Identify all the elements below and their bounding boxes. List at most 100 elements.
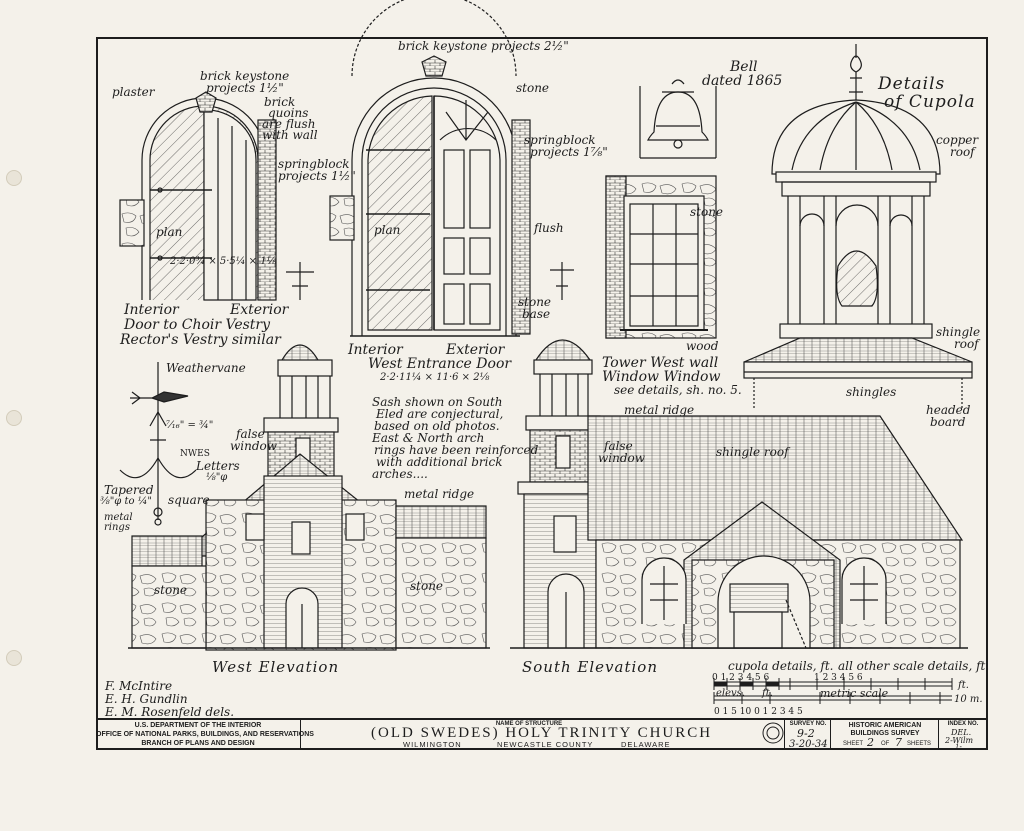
index-label: INDEX NO. (947, 721, 979, 727)
sheets-label: SHEETS (907, 741, 932, 747)
label-west-entrance-door: West Entrance Door (368, 356, 512, 372)
label-bell-date: dated 1865 (702, 73, 783, 89)
dept-line: BRANCH OF PLANS AND DESIGN (141, 740, 255, 747)
survey-date: 3-20-34 (789, 739, 828, 750)
label-brick-keystone-large: brick keystone projects 2½" (398, 39, 569, 53)
bell-detail (639, 79, 717, 159)
scale-unit: ft. (958, 680, 969, 691)
binder-hole (6, 650, 22, 666)
label-rectors-vestry: Rector's Vestry similar (120, 332, 281, 348)
label-brick-quoins: brick (264, 95, 296, 109)
scale-numbers: 0 1 2 3 4 5 6 (712, 673, 770, 683)
title-block-habs: HISTORIC AMERICAN BUILDINGS SURVEY SHEET… (830, 720, 938, 750)
label-springblock-large: springblock (524, 133, 596, 147)
label-springblock-large-proj: projects 1⅞" (530, 145, 608, 159)
signature: E. M. Rosenfeld dels. (105, 705, 235, 719)
sheet-number: 2 (867, 736, 874, 749)
label-tapered-dims: ⅜"φ to ¼" (100, 496, 152, 507)
label-small-door-dims: 2·2·0¾ × 5·5¼ × 1⅛ (170, 256, 277, 267)
label-metric-scale: metric scale (820, 687, 889, 700)
of-label: OF (881, 741, 890, 747)
label-brick-keystone-small: brick keystone (200, 69, 290, 83)
label-shingles: shingles (846, 385, 897, 399)
label-nwes: NWES (180, 449, 210, 459)
label-tapered: Tapered (104, 483, 154, 497)
sheet-total: 7 (895, 736, 902, 749)
survey-seal (762, 722, 784, 744)
habs-line: HISTORIC AMERICAN (848, 722, 922, 729)
label-false-window-west: false (236, 427, 265, 441)
label-square: square (168, 493, 210, 507)
label-exterior-small: Exterior (230, 302, 289, 318)
dept-line: U.S. DEPARTMENT OF THE INTERIOR (134, 722, 262, 729)
title-block-structure: NAME OF STRUCTURE (OLD SWEDES) HOLY TRIN… (300, 720, 756, 750)
location-city: WILMINGTON (403, 740, 462, 749)
note-line: Eled are conjectural, (376, 407, 504, 421)
label-copper-roof: copper (936, 133, 979, 147)
label-stone-west-right: stone (410, 579, 444, 593)
dept-line: OFFICE OF NATIONAL PARKS, BUILDINGS, AND… (96, 731, 314, 738)
title-block: U.S. DEPARTMENT OF THE INTERIOR OFFICE O… (96, 718, 988, 751)
label-bell: Bell (730, 59, 758, 75)
label-metal-rings: metal (104, 512, 133, 523)
label-stone-window: stone (690, 205, 724, 219)
label-shingle-roof-south: shingle roof (716, 445, 789, 459)
survey-no: 9-2 (797, 727, 815, 740)
scale-numbers: 0 1 5 10 0 1 2 3 4 5 (714, 707, 803, 717)
graphic-scale (713, 678, 953, 704)
title-west-elevation: West Elevation (212, 658, 340, 676)
label-brick-quoins: quoins (268, 106, 309, 120)
label-tower-window: Tower West wall (602, 355, 719, 371)
drawing-border (96, 37, 988, 750)
label-weathervane: Weathervane (166, 361, 246, 375)
index-value: DEL. (951, 728, 972, 737)
west-elevation (128, 262, 490, 651)
label-brick-quoins: are flush (262, 117, 316, 131)
label-false-window-south: false (604, 439, 633, 453)
label-plan-small: plan (156, 225, 183, 239)
label-metal-ridge-west: metal ridge (404, 487, 475, 501)
label-interior-small: Interior (124, 302, 179, 318)
label-metal-rings: rings (104, 522, 130, 533)
signature: E. H. Gundlin (105, 692, 188, 706)
label-letters-size: ⅛"φ (206, 472, 228, 483)
label-stone-base: stone (518, 295, 552, 309)
habs-line: BUILDINGS SURVEY (850, 730, 920, 737)
label-springblock-small: springblock (278, 157, 350, 171)
label-cupola-scale: cupola details, ft. (728, 659, 834, 673)
signature: F. McIntire (105, 679, 173, 693)
title-block-department: U.S. DEPARTMENT OF THE INTERIOR OFFICE O… (96, 720, 314, 750)
title-south-elevation: South Elevation (522, 658, 658, 676)
label-metal-ridge-south: metal ridge (624, 403, 695, 417)
label-of-cupola: of Cupola (884, 92, 976, 112)
label-stone-top: stone (516, 81, 550, 95)
weathervane-detail (119, 362, 197, 526)
label-details: Details (878, 74, 946, 94)
label-elevs: elevs. (716, 688, 745, 699)
name-of-structure-label: NAME OF STRUCTURE (495, 721, 563, 727)
note-line: arches.... (372, 467, 428, 481)
label-stone-west-left: stone (154, 583, 188, 597)
draftsmen-signatures: F. McIntire E. H. Gundlin E. M. Rosenfel… (105, 680, 234, 719)
south-elevation (510, 262, 968, 649)
note-line: based on old photos. (374, 419, 500, 433)
label-vane-dims: ⁷⁄₁₆" = ¾" (166, 420, 214, 431)
label-door-to-choir: Door to Choir Vestry (124, 317, 271, 333)
label-headed-board: headed (926, 403, 971, 417)
note-line: East & North arch (372, 431, 485, 445)
label-interior-large: Interior (348, 342, 403, 358)
label-tower-window: Window Window (602, 369, 721, 385)
survey-no-label: SURVEY NO. (789, 721, 827, 727)
large-door-detail (329, 0, 531, 337)
scale-numbers: 1 2 3 4 5 6 (814, 673, 863, 683)
label-exterior-large: Exterior (446, 342, 505, 358)
location-state: DELAWARE (621, 740, 671, 749)
location-county: NEWCASTLE COUNTY (497, 740, 594, 749)
label-brick-keystone-small-proj: projects 1½" (206, 81, 284, 95)
cupola-detail (743, 44, 973, 410)
label-stone-base: base (522, 307, 551, 321)
structure-name: (OLD SWEDES) HOLY TRINITY CHURCH (371, 725, 713, 741)
title-block-index: INDEX NO. DEL. 2-Wilm 1- (938, 720, 986, 751)
